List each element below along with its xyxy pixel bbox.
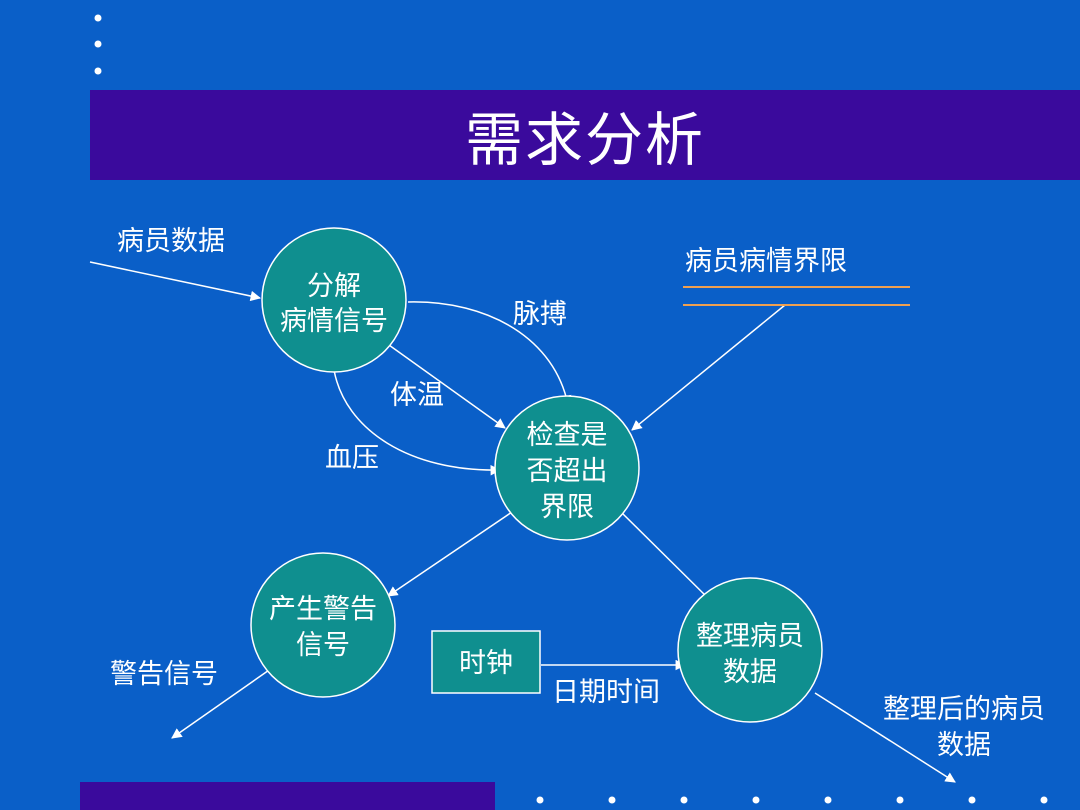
process-generate-warning xyxy=(250,552,396,698)
process-organize-data xyxy=(677,577,823,723)
flow-warning-signal-arrow xyxy=(171,667,273,739)
bottom-bar xyxy=(80,782,495,810)
flow-label-warning-signal: 警告信号 xyxy=(110,659,218,690)
flow-organized-data-arrow xyxy=(814,692,956,783)
node-label-decompose-2: 病情信号 xyxy=(280,306,388,337)
flow-label-pulse: 脉搏 xyxy=(513,299,567,330)
node-label-organize-2: 数据 xyxy=(723,657,777,688)
flow-label-date-time: 日期时间 xyxy=(552,677,660,708)
decorative-dots-top xyxy=(94,14,102,75)
node-label-organize-1: 整理病员 xyxy=(696,621,804,652)
flow-limits-arrow xyxy=(631,304,786,431)
process-check-limits xyxy=(494,395,640,541)
node-label-warn-1: 产生警告 xyxy=(269,594,377,625)
node-label-check-3: 界限 xyxy=(540,492,594,523)
node-label-warn-2: 信号 xyxy=(296,630,350,661)
flow-temperature-arrow xyxy=(374,334,506,429)
node-label-decompose-1: 分解 xyxy=(307,271,361,302)
flow-check-to-warn-arrow xyxy=(387,511,513,597)
node-label-check-2: 否超出 xyxy=(527,456,608,487)
flow-label-patient-data: 病员数据 xyxy=(117,226,225,257)
decorative-dots-bottom xyxy=(536,796,1048,804)
node-label-clock: 时钟 xyxy=(459,648,513,679)
flow-patient-data-arrow xyxy=(89,261,262,302)
external-clock-box xyxy=(431,630,541,694)
flow-blood-pressure-arrow xyxy=(333,369,502,476)
page-title: 需求分析 xyxy=(464,106,705,174)
flow-label-blood-pressure: 血压 xyxy=(325,443,379,474)
flow-check-to-organize-arrow xyxy=(621,512,714,604)
title-bar: 需求分析 xyxy=(90,90,1080,180)
process-decompose-signal xyxy=(261,227,407,373)
flow-label-organized-data-1: 整理后的病员 xyxy=(883,694,1045,725)
flow-label-organized-data-2: 数据 xyxy=(937,730,991,761)
flow-pulse-arrow xyxy=(407,301,572,407)
node-label-check-1: 检查是 xyxy=(527,420,608,451)
store-label-limits: 病员病情界限 xyxy=(685,246,847,277)
flow-label-temperature: 体温 xyxy=(390,380,444,411)
